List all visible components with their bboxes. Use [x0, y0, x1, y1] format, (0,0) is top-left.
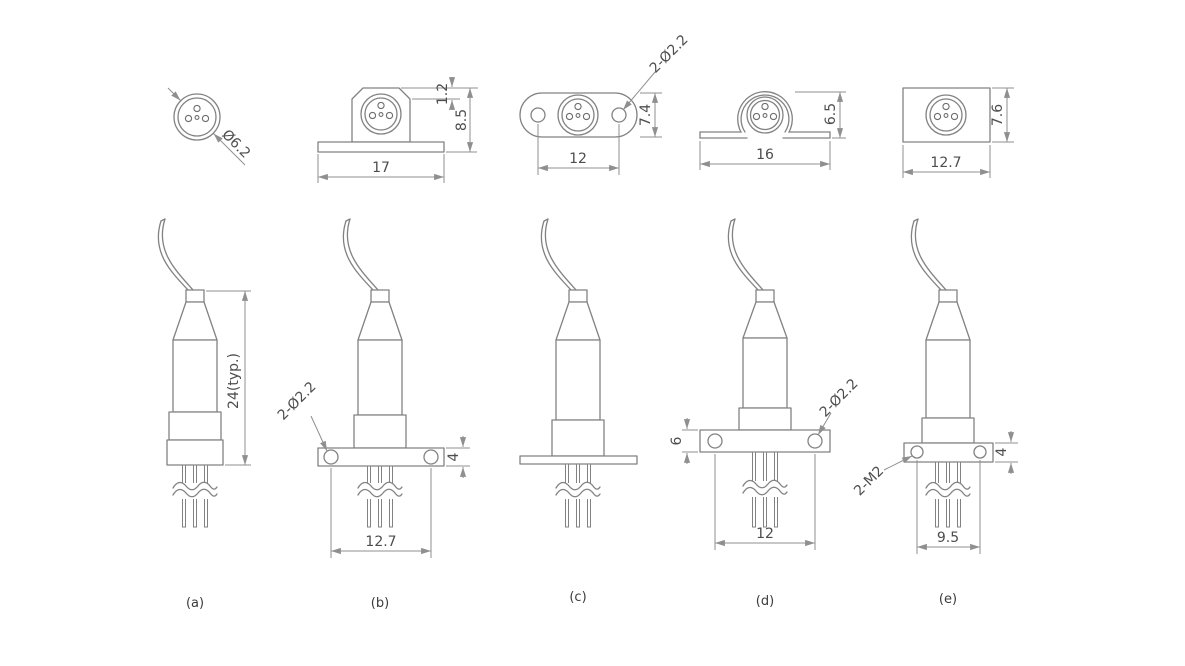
dim-c-hole-spacing: 12 [537, 124, 620, 175]
side-view-e: 2-M2 4 9.5 [851, 218, 1018, 554]
callout-d-holes: 2-Ø2.2 [817, 376, 862, 436]
side-view-b: 2-Ø2.2 4 12.7 [275, 218, 470, 558]
dim-d-flange-thickness: 6 [669, 418, 698, 464]
side-view-a: 24(typ.) [157, 218, 251, 528]
dim-label-overall-height-b: 8.5 [454, 109, 470, 131]
dim-label-hole-spacing-d: 12 [756, 526, 774, 542]
dim-e-height: 7.6 [990, 87, 1014, 143]
end-view-b: 17 1.2 8.5 [317, 77, 478, 183]
dim-e-hole-spacing: 9.5 [916, 460, 981, 554]
dim-label-hole-spacing-e: 9.5 [937, 530, 959, 546]
caption-d: (d) [756, 594, 774, 609]
end-view-d: 16 6.5 [699, 91, 846, 170]
caption-e: (e) [939, 592, 957, 607]
dim-label-hole-spacing-b: 12.7 [365, 534, 396, 550]
side-view-c [519, 218, 638, 528]
callout-e-holes: 2-M2 [851, 455, 913, 499]
dim-label-flange-thickness-d: 6 [669, 436, 685, 445]
dim-label-flange-thickness-b: 4 [446, 452, 462, 461]
dim-d-hole-spacing: 12 [714, 454, 816, 550]
dim-label-height-c: 7.4 [638, 104, 654, 126]
dim-label-width-e: 12.7 [930, 155, 961, 171]
caption-a: (a) [186, 596, 204, 611]
dim-e-width: 12.7 [902, 145, 991, 178]
callout-label-holes-e: 2-M2 [851, 463, 887, 499]
side-view-d: 6 2-Ø2.2 12 [669, 218, 862, 550]
dim-e-flange-thickness: 4 [994, 431, 1018, 474]
dim-d-height: 6.5 [795, 91, 846, 139]
callout-c-holes: 2-Ø2.2 [622, 32, 692, 111]
dim-label-flange-thickness-e: 4 [994, 447, 1010, 456]
captions: (a) (b) (c) (d) (e) [186, 590, 957, 611]
dim-b-width: 17 [317, 154, 445, 183]
callout-label-holes-b: 2-Ø2.2 [275, 379, 320, 424]
dim-label-hole-spacing-c: 12 [569, 151, 587, 167]
callout-label-holes-d: 2-Ø2.2 [817, 376, 862, 421]
caption-c: (c) [569, 590, 586, 605]
dim-d-width: 16 [699, 141, 831, 170]
callout-b-holes: 2-Ø2.2 [275, 379, 328, 452]
dim-b-flange-thickness: 4 [446, 436, 470, 478]
dim-c-height: 7.4 [638, 92, 662, 138]
end-view-c: 2-Ø2.2 12 7.4 [519, 32, 692, 175]
callout-label-holes-c: 2-Ø2.2 [647, 32, 692, 77]
dim-b-step-height: 1.2 [401, 77, 478, 110]
dim-b-overall-height: 8.5 [446, 88, 477, 153]
dim-label-height-e: 7.6 [990, 104, 1006, 126]
dim-label-step-height-b: 1.2 [435, 83, 451, 105]
end-view-a: Ø6.2 [167, 87, 253, 166]
caption-b: (b) [371, 596, 389, 611]
dim-label-height-d: 6.5 [823, 103, 839, 125]
end-view-e: 12.7 7.6 [902, 87, 1014, 178]
dim-label-width-d: 16 [756, 147, 774, 163]
dim-label-overall-height-a: 24(typ.) [226, 353, 242, 409]
dim-label-width-b: 17 [372, 160, 390, 176]
dim-b-hole-spacing: 12.7 [330, 468, 432, 558]
dim-a-overall-height: 24(typ.) [206, 290, 251, 466]
